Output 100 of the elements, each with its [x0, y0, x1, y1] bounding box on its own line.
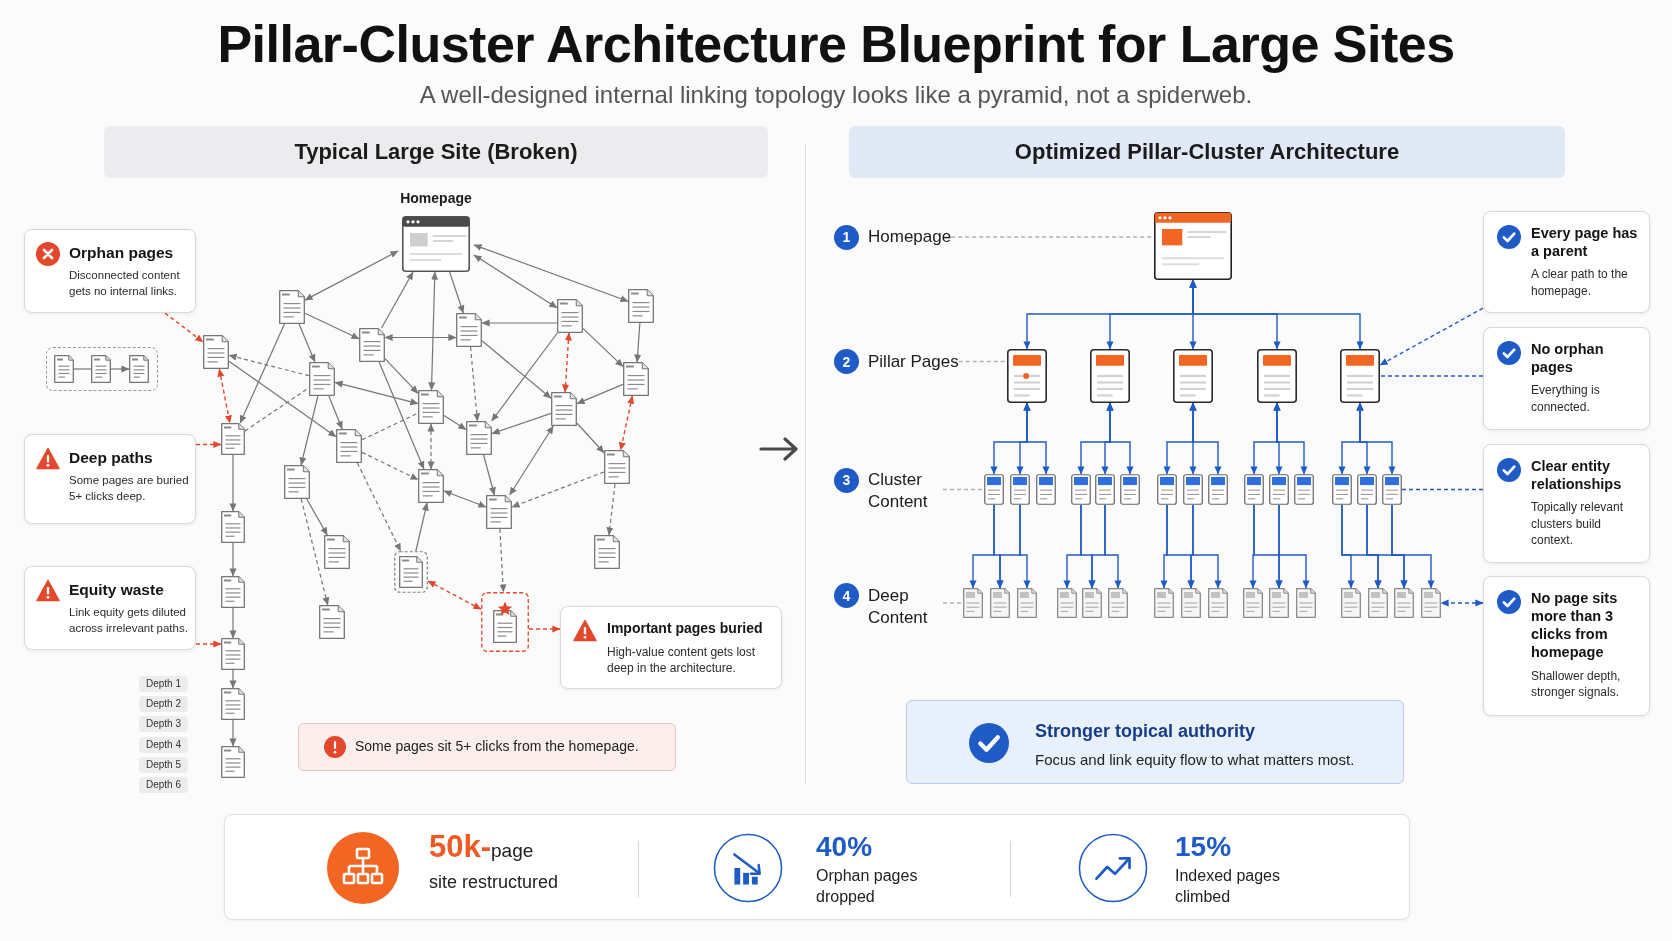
arrow: [473, 254, 558, 309]
arrow: [304, 312, 360, 340]
document-icon: [284, 465, 310, 499]
document-icon: [1269, 588, 1289, 618]
document-icon: [1010, 474, 1030, 505]
summary-card: [906, 700, 1404, 784]
depth-tag: Depth 3: [139, 716, 189, 733]
arrow: [1356, 402, 1396, 475]
callout-card: [24, 229, 196, 313]
arrow: [1106, 402, 1134, 475]
document-icon: [1257, 349, 1297, 403]
document-icon: [1090, 349, 1130, 403]
document-icon: [221, 576, 245, 608]
callout-text: Shallower depth, stronger signals.: [1531, 667, 1622, 701]
dashed-line: [1401, 488, 1484, 491]
section-header: Typical Large Site (Broken): [104, 126, 768, 178]
document-icon: [221, 746, 245, 778]
arrow: [481, 340, 552, 399]
browser-window-icon: [1154, 212, 1232, 280]
arrow: [1192, 504, 1222, 589]
callout-title: Important pages buried: [607, 620, 763, 638]
callout-card: [1483, 576, 1650, 716]
callout-text: Topically relevant clusters build context.: [1531, 499, 1625, 549]
depth-tag: Depth 5: [139, 756, 189, 773]
document-icon: [1368, 588, 1388, 618]
starred-document-icon: [481, 592, 529, 652]
stat-label: site restructured: [429, 872, 559, 893]
document-icon: [1421, 588, 1441, 618]
arrow: [229, 454, 237, 512]
callout-card: [1483, 327, 1650, 430]
dashed-line: [1379, 375, 1484, 377]
callout-title: Orphan pages: [69, 243, 174, 263]
depth-tag: Depth 1: [139, 676, 189, 692]
document-icon: [557, 299, 583, 333]
level-label: Cluster Content: [868, 469, 929, 513]
document-icon: [1071, 474, 1091, 505]
callout-text: Disconnected content gets no internal links.: [69, 268, 181, 300]
arrow: [378, 361, 425, 470]
document-icon: [1108, 588, 1128, 618]
callout-title: Clear entity relationships: [1531, 457, 1623, 494]
document-icon: [394, 551, 428, 593]
document-icon: [456, 313, 482, 347]
document-icon: [1173, 349, 1213, 403]
arrow: [509, 425, 554, 496]
document-icon: [1057, 588, 1077, 618]
callout-title: No page sits more than 3 clicks from homepage: [1531, 589, 1619, 662]
arrow: [443, 490, 487, 508]
step-number: 4: [834, 583, 859, 608]
arrow: [334, 380, 419, 406]
callout-text: High-value content gets lost deep in the architecture.: [607, 643, 757, 677]
document-icon: [54, 355, 74, 383]
document-icon: [319, 605, 345, 639]
arrow: [1440, 599, 1484, 607]
document-icon: [221, 688, 245, 720]
alert-text: Some pages sit 5+ clicks from the homepage.: [355, 738, 639, 755]
callout-card: [24, 566, 196, 650]
arrow: [428, 271, 439, 391]
document-icon: [1208, 474, 1228, 505]
stat-label: Orphan pages dropped: [816, 866, 919, 907]
callout-title: No orphan pages: [1531, 340, 1605, 377]
document-icon: [594, 535, 620, 569]
arrow: [1391, 504, 1435, 589]
document-icon: [221, 638, 245, 670]
alert-banner: [298, 723, 676, 771]
arrow: [110, 365, 130, 373]
arrow: [384, 358, 419, 394]
arrow: [228, 353, 310, 377]
document-icon: [623, 362, 649, 396]
document-icon: [1332, 474, 1352, 505]
callout-title: Equity waste: [69, 580, 164, 600]
depth-tag: Depth 6: [139, 777, 189, 793]
arrow: [491, 332, 558, 422]
subtitle: A well-designed internal linking topology looks like a pyramid, not a spiderweb.: [419, 81, 1253, 109]
document-icon: [1082, 588, 1102, 618]
document-icon: [1269, 474, 1289, 505]
title: Pillar-Cluster Architecture Blueprint for Large Sites: [217, 14, 1455, 74]
level-label: Deep Content: [868, 584, 929, 629]
stat-value: 15%: [1175, 831, 1232, 863]
dashed-line: [361, 412, 419, 441]
step-number: 2: [834, 349, 859, 374]
document-icon: [1244, 474, 1264, 505]
document-icon: [1208, 588, 1228, 618]
document-icon: [279, 290, 305, 324]
document-icon: [1296, 588, 1316, 618]
depth-tag: Depth 4: [139, 736, 189, 753]
arrow: [618, 395, 635, 451]
arrow: [427, 580, 482, 610]
arrow: [606, 483, 616, 536]
arrow: [328, 395, 343, 430]
arrow: [483, 454, 496, 496]
document-icon: [990, 588, 1010, 618]
callout-card: [24, 434, 196, 524]
callout-text: A clear path to the homepage.: [1531, 266, 1629, 300]
arrow: [228, 360, 337, 438]
arrow: [427, 423, 435, 470]
arrow: [481, 319, 558, 327]
dashed-line: [942, 488, 985, 491]
document-icon: [1341, 588, 1361, 618]
document-icon: [963, 588, 983, 618]
arrow: [239, 323, 285, 424]
